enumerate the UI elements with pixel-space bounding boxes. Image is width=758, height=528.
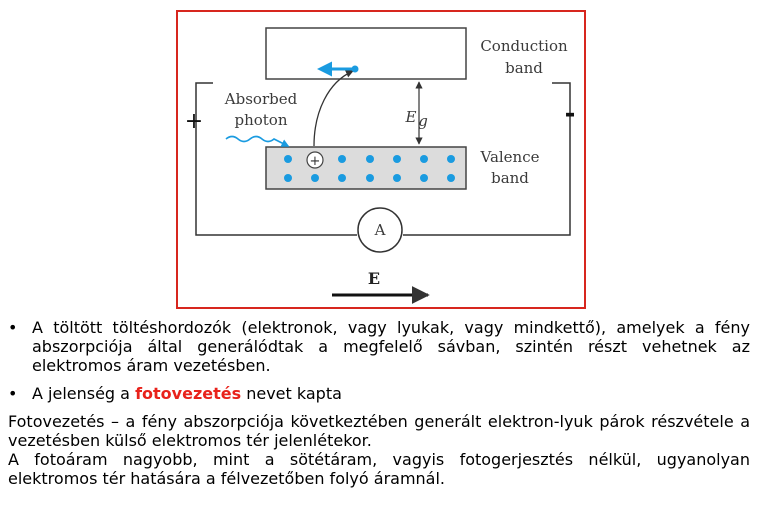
energy-gap-label: E [405, 108, 417, 126]
hole-symbol: + [310, 154, 321, 169]
plus-terminal: + [185, 109, 203, 134]
hole-icon: + [306, 151, 324, 169]
bullet-marker: • [8, 384, 18, 403]
valence-electrons [284, 155, 455, 182]
highlighted-term: fotovezetés [135, 384, 242, 403]
ammeter-label: A [374, 221, 386, 239]
electric-field-label: E [368, 269, 380, 288]
ammeter-icon: A [357, 207, 403, 253]
bullet-marker: • [8, 318, 18, 337]
circuit-wire-left [195, 82, 357, 236]
conduction-band-label-line2: band [505, 59, 543, 77]
excited-electron [351, 65, 359, 73]
conduction-band-label-line1: Conduction [480, 37, 568, 55]
diagram-canvas: + E g Conduction band Valence band Absor… [185, 27, 576, 304]
bullet-text: A töltött töltéshordozók (elektronok, va… [32, 318, 750, 375]
valence-band-label-line1: Valence [479, 148, 539, 166]
circuit-wire-right [403, 82, 571, 236]
excitation-arrow [313, 70, 354, 147]
energy-gap-subscript: g [418, 112, 428, 130]
absorbed-photon-label-line1: Absorbed [224, 90, 298, 108]
conduction-band [265, 27, 467, 80]
bullet-item: • A jelenség a fotovezetés nevet kapta [8, 384, 750, 403]
minus-terminal: - [565, 99, 576, 129]
valence-band-label-line2: band [491, 169, 529, 187]
text-content: • A töltött töltéshordozók (elektronok, … [8, 318, 750, 488]
photocurrent-paragraph: A fotoáram nagyobb, mint a sötétáram, va… [8, 450, 750, 488]
bullet-text-suffix: nevet kapta [241, 384, 342, 403]
definition-paragraph: Fotovezetés – a fény abszorpciója követk… [8, 412, 750, 450]
absorbed-photon-label-line2: photon [234, 111, 287, 129]
bullet-text-prefix: A jelenség a [32, 384, 136, 403]
valence-band [265, 146, 467, 190]
photon-wave-icon [225, 135, 290, 147]
photoconduction-diagram: + E g Conduction band Valence band Absor… [176, 10, 586, 309]
bullet-item: • A töltött töltéshordozók (elektronok, … [8, 318, 750, 375]
